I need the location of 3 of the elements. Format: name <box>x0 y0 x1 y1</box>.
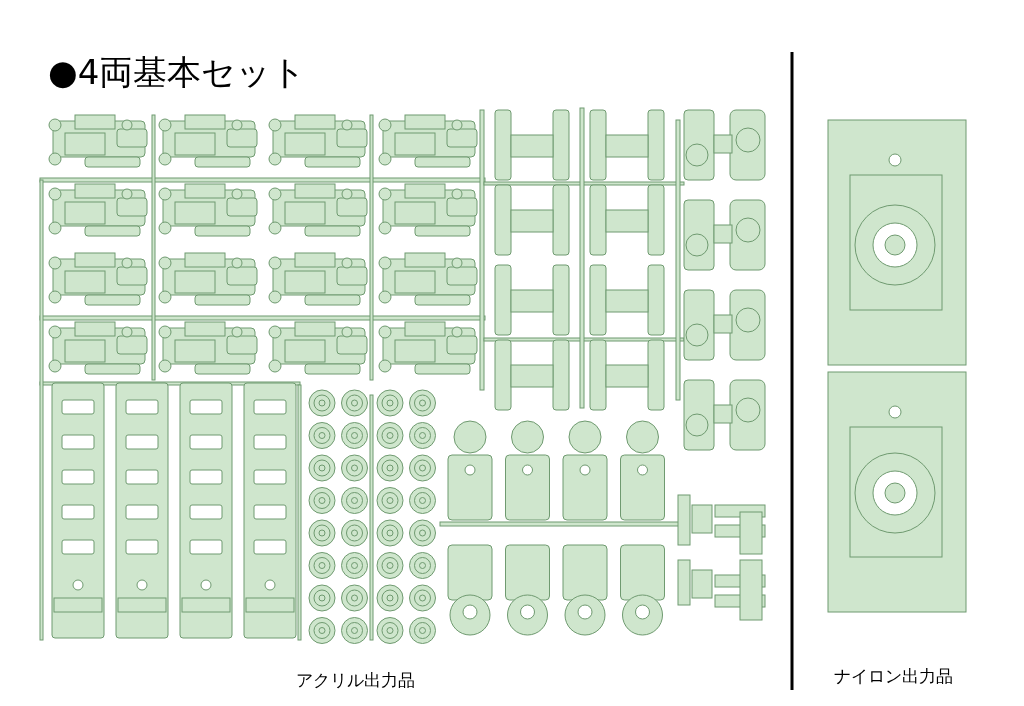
caption: ナイロン出力品 <box>834 666 953 687</box>
heading: ●4両基本セット <box>48 54 307 92</box>
caption: アクリル出力品 <box>296 670 415 691</box>
